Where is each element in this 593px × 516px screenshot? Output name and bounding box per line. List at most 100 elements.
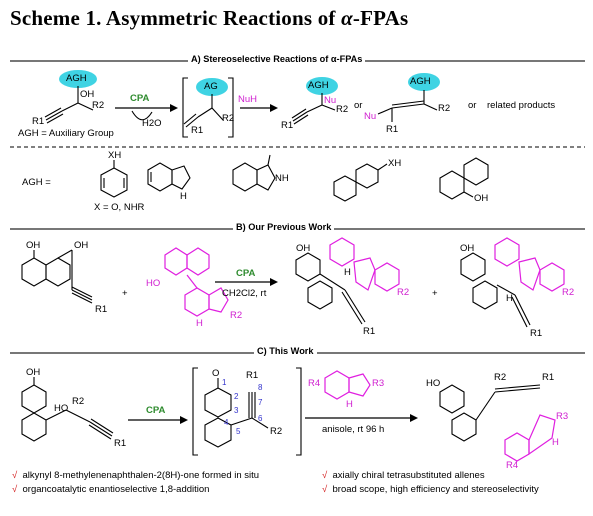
b-h-label: H: [196, 318, 203, 329]
substrate-c-structure: [21, 377, 114, 442]
b2-h-label: H: [506, 293, 513, 304]
ag-label: AG: [204, 81, 218, 92]
c-r2-label: R2: [72, 396, 85, 407]
propargyl-alcohol-structure: [44, 86, 94, 124]
indole-structure: [147, 162, 191, 192]
agh-equals-label: AGH =: [22, 177, 51, 188]
agh-definition: AGH = Auxiliary Group: [18, 128, 114, 139]
ag-highlight: [196, 78, 228, 96]
agh-label-2: AGH: [308, 80, 329, 91]
b-plus-2: +: [432, 288, 438, 299]
water-label: H2O: [142, 118, 162, 129]
c-num-5: 5: [236, 427, 241, 436]
b1-r1-label: R1: [363, 326, 376, 337]
product-b2-indole: [494, 237, 565, 292]
x-definition: X = O, NHR: [94, 202, 145, 213]
naphthol-propargyl-structure: [21, 249, 93, 304]
oh-label: OH: [80, 89, 95, 100]
section-c-header: C) This Work: [254, 346, 317, 356]
nuh-label: NuH: [238, 94, 258, 105]
product-b1-naphthol: [295, 252, 366, 325]
c-o-label: O: [212, 368, 220, 379]
c-product-r3: R3: [556, 411, 569, 422]
c-r1-inter: R1: [246, 370, 259, 381]
indolylnaphthol-structure: [164, 247, 229, 317]
c-product-r2: R2: [494, 372, 507, 383]
c-num-4: 4: [224, 418, 229, 427]
c-num-2: 2: [234, 392, 239, 401]
related-products-label: related products: [487, 100, 556, 111]
r2-label-a4: R2: [438, 103, 451, 114]
b2-r2-label: R2: [562, 287, 575, 298]
nu-product-structure: [291, 93, 336, 125]
c-r2-inter: R2: [270, 426, 283, 437]
conditions-label: anisole, rt 96 h: [322, 424, 385, 435]
c-product-ho: HO: [426, 378, 441, 389]
bullet-right-2: √ broad scope, high efficiency and stere…: [322, 484, 539, 495]
c-r4-label: R4: [308, 378, 321, 389]
product-b2-naphthol: [460, 252, 531, 328]
c-r3-label: R3: [372, 378, 385, 389]
isoindolinone-structure: [232, 154, 276, 192]
c-product-r1: R1: [542, 372, 555, 383]
xh-label-2: XH: [388, 158, 402, 169]
b1-h-label: H: [344, 267, 351, 278]
cpa-label-b: CPA: [236, 268, 256, 279]
or-label-1: or: [354, 100, 363, 111]
product-b1-indole: [329, 237, 400, 292]
c-num-6: 6: [258, 414, 263, 423]
solvent-label-b: CH2Cl2, rt: [222, 288, 267, 299]
agh-label: AGH: [66, 73, 87, 84]
phenol-structure: [100, 160, 128, 198]
c-num-8: 8: [258, 383, 263, 392]
r1-label: R1: [32, 116, 45, 127]
carbocation-structure: [183, 94, 224, 128]
or-label-2: or: [468, 100, 477, 111]
bullet-left-1: √ alkynyl 8-methylenenaphthalen-2(8H)-on…: [12, 470, 260, 481]
b-r2-label: R2: [230, 310, 243, 321]
c-num-7: 7: [258, 398, 263, 407]
bullet-left-2: √ organcoatalytic enantioselective 1,8-a…: [12, 484, 210, 495]
b2-oh-label: OH: [460, 243, 475, 254]
b-plus-1: +: [122, 288, 128, 299]
xh-label-1: XH: [108, 150, 122, 161]
ortho-biphenyl-structure: [439, 157, 489, 200]
r2-label-a3: R2: [336, 104, 349, 115]
agh-label-3: AGH: [410, 76, 431, 87]
b1-r2-label: R2: [397, 287, 410, 298]
c-product-nh: H: [552, 437, 559, 448]
allene-product-indole: [504, 414, 556, 462]
r1-label-a3: R1: [281, 120, 294, 131]
nh-label: NH: [275, 173, 289, 184]
allene-product-structure: [377, 90, 438, 122]
indole-reagent-c: [324, 370, 371, 400]
methylenenaphthalenone-structure: [204, 378, 269, 448]
section-b-header: B) Our Previous Work: [233, 222, 335, 232]
c-ho-label: HO: [54, 403, 69, 414]
oh-label-a2: OH: [474, 193, 489, 204]
cpa-label-c: CPA: [146, 405, 166, 416]
c-num-1: 1: [222, 378, 227, 387]
cpa-label-a: CPA: [130, 93, 150, 104]
agh-highlight-2: [306, 77, 338, 95]
r2-label-a2: R2: [222, 113, 235, 124]
nu-label-1: Nu: [324, 95, 337, 106]
r1-label-a2: R1: [191, 125, 204, 136]
c-h-label: H: [346, 399, 353, 410]
section-a-header: A) Stereoselective Reactions of α-FPAs: [188, 54, 366, 64]
b-r1-label: R1: [95, 304, 108, 315]
r1-label-a4: R1: [386, 124, 399, 135]
c-num-3: 3: [234, 406, 239, 415]
agh-highlight-1: [59, 70, 97, 88]
c-product-r4: R4: [506, 460, 519, 471]
b1-oh-label: OH: [296, 243, 311, 254]
scheme-title: Scheme 1. Asymmetric Reactions of α-FPAs: [10, 6, 409, 30]
indole-h-label: H: [180, 191, 187, 202]
bullet-right-1: √ axially chiral tetrasubstituted allene…: [322, 470, 485, 481]
c-r1-label: R1: [114, 438, 127, 449]
b-oh-label-2: OH: [74, 240, 89, 251]
b-oh-label: OH: [26, 240, 41, 251]
biphenyl-structure: [333, 163, 388, 202]
